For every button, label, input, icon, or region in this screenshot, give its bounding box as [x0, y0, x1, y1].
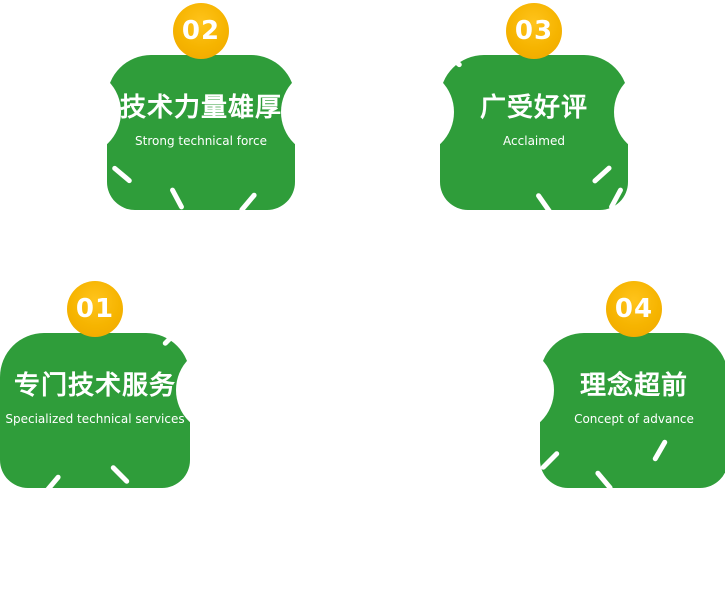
right-notch [614, 68, 702, 156]
card-text: 专门技术服务 Specialized technical services [0, 371, 190, 426]
left-notch [33, 68, 121, 156]
left-notch [366, 68, 454, 156]
feature-subtitle: Specialized technical services [5, 412, 185, 427]
card-text: 理念超前 Concept of advance [540, 371, 725, 426]
feature-title: 广受好评 [479, 93, 588, 123]
feature-title: 专门技术服务 [13, 371, 176, 401]
feature-card-01: 专门技术服务 Specialized technical services 01 [0, 281, 264, 488]
feature-subtitle: Concept of advance [574, 412, 694, 427]
decor-dash [567, 284, 589, 305]
right-notch [176, 346, 264, 434]
number-badge: 02 [173, 3, 229, 59]
card-text: 广受好评 Acclaimed [440, 93, 628, 148]
feature-card-02: 技术力量雄厚 Strong technical force 02 [33, 3, 369, 210]
number-badge: 01 [67, 281, 123, 337]
feature-card-04: 理念超前 Concept of advance 04 [466, 281, 725, 488]
badge-number: 02 [181, 16, 221, 46]
feature-subtitle: Acclaimed [503, 134, 565, 149]
left-notch [466, 346, 554, 434]
feature-subtitle: Strong technical force [135, 134, 267, 149]
feature-title: 技术力量雄厚 [119, 93, 282, 123]
number-badge: 03 [506, 3, 562, 59]
number-badge: 04 [606, 281, 662, 337]
feature-title: 理念超前 [579, 371, 688, 401]
feature-card-03: 广受好评 Acclaimed 03 [366, 3, 702, 210]
decor-dash [51, 270, 73, 291]
badge-number: 03 [514, 16, 554, 46]
badge-number: 01 [75, 294, 115, 324]
right-notch [281, 68, 369, 156]
badge-number: 04 [614, 294, 654, 324]
decor-dash [441, 48, 463, 69]
card-text: 技术力量雄厚 Strong technical force [107, 93, 295, 148]
decor-dash [279, 36, 301, 57]
